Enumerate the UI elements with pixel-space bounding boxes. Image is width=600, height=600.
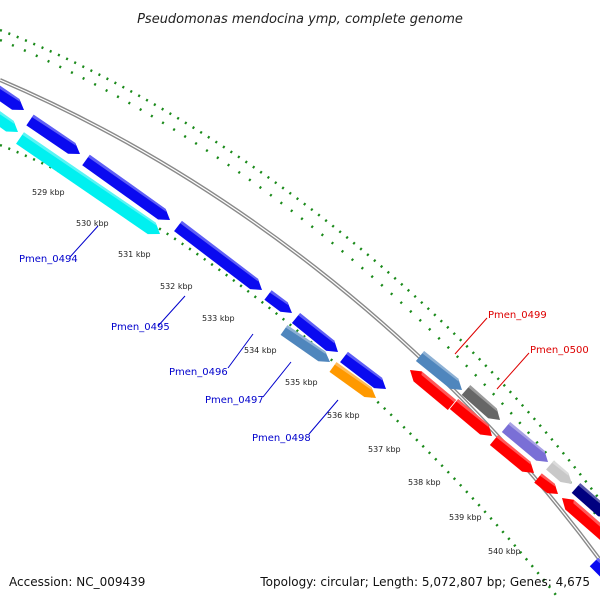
gene-steel-b[interactable] — [415, 350, 466, 395]
map-title: Pseudomonas mendocina ymp, complete geno… — [137, 12, 463, 27]
tick-533: 533 kbp — [202, 314, 235, 323]
gene-purple[interactable] — [501, 422, 552, 467]
genome-summary-text: Topology: circular; Length: 5,072,807 bp… — [259, 575, 590, 589]
gene-cyan-b[interactable] — [16, 132, 164, 240]
gene-blue-end[interactable] — [589, 557, 600, 582]
tick-537: 537 kbp — [368, 445, 401, 454]
gene-pmen-0493[interactable] — [0, 82, 28, 116]
tick-labels: 529 kbp 530 kbp 531 kbp 532 kbp 533 kbp … — [32, 188, 521, 556]
gene-label-pmen-0498[interactable]: Pmen_0498 — [252, 433, 311, 444]
gene-label-pmen-0500[interactable]: Pmen_0500 — [530, 345, 589, 356]
gene-label-pmen-0497[interactable]: Pmen_0497 — [205, 395, 264, 406]
gene-red-c[interactable] — [489, 434, 538, 478]
tick-535: 535 kbp — [285, 378, 318, 387]
accession-text: Accession: NC_009439 — [9, 575, 145, 589]
tick-538: 538 kbp — [408, 478, 441, 487]
gene-red-e[interactable] — [558, 493, 600, 545]
leader-pmen-0497 — [262, 361, 292, 398]
tick-534: 534 kbp — [244, 346, 277, 355]
leader-pmen-0496 — [227, 333, 254, 369]
tick-531: 531 kbp — [118, 250, 151, 259]
gene-pmen-0494-arrow[interactable] — [26, 114, 83, 160]
leader-pmen-0494 — [69, 225, 99, 258]
leader-pmen-0499 — [454, 317, 488, 355]
tick-529: 529 kbp — [32, 188, 65, 197]
gene-pmen-0496b-arrow[interactable] — [264, 290, 295, 318]
gene-silver[interactable] — [546, 460, 576, 488]
gene-pmen-0496-arrow[interactable] — [174, 220, 266, 295]
gene-red-d[interactable] — [534, 473, 561, 498]
gene-track — [0, 82, 600, 582]
gene-red-a[interactable] — [406, 365, 457, 410]
tick-530: 530 kbp — [76, 219, 109, 228]
gene-pmen-0497-arrow[interactable] — [291, 312, 342, 357]
gene-pmen-0498-arrow[interactable] — [340, 351, 390, 394]
gene-red-b[interactable] — [449, 399, 496, 441]
gene-label-pmen-0496[interactable]: Pmen_0496 — [169, 367, 228, 378]
gene-label-pmen-0494[interactable]: Pmen_0494 — [19, 254, 78, 265]
callout-lines — [69, 225, 530, 435]
gene-cyan-a[interactable] — [0, 106, 22, 138]
gene-steel-a[interactable] — [280, 325, 334, 367]
tick-540: 540 kbp — [488, 547, 521, 556]
gene-label-pmen-0499[interactable]: Pmen_0499 — [488, 310, 547, 321]
gene-pmen-0495-arrow[interactable] — [82, 154, 174, 226]
gene-label-pmen-0495[interactable]: Pmen_0495 — [111, 322, 170, 333]
leader-pmen-0495 — [157, 295, 186, 327]
gene-labels: Pmen_0494 Pmen_0495 Pmen_0496 Pmen_0497 … — [19, 254, 589, 444]
tick-536: 536 kbp — [327, 411, 360, 420]
tick-532: 532 kbp — [160, 282, 193, 291]
gene-gray[interactable] — [461, 385, 505, 425]
tick-539: 539 kbp — [449, 513, 482, 522]
leader-pmen-0498 — [308, 399, 339, 435]
gene-orange[interactable] — [329, 362, 379, 403]
leader-pmen-0500 — [496, 352, 530, 390]
